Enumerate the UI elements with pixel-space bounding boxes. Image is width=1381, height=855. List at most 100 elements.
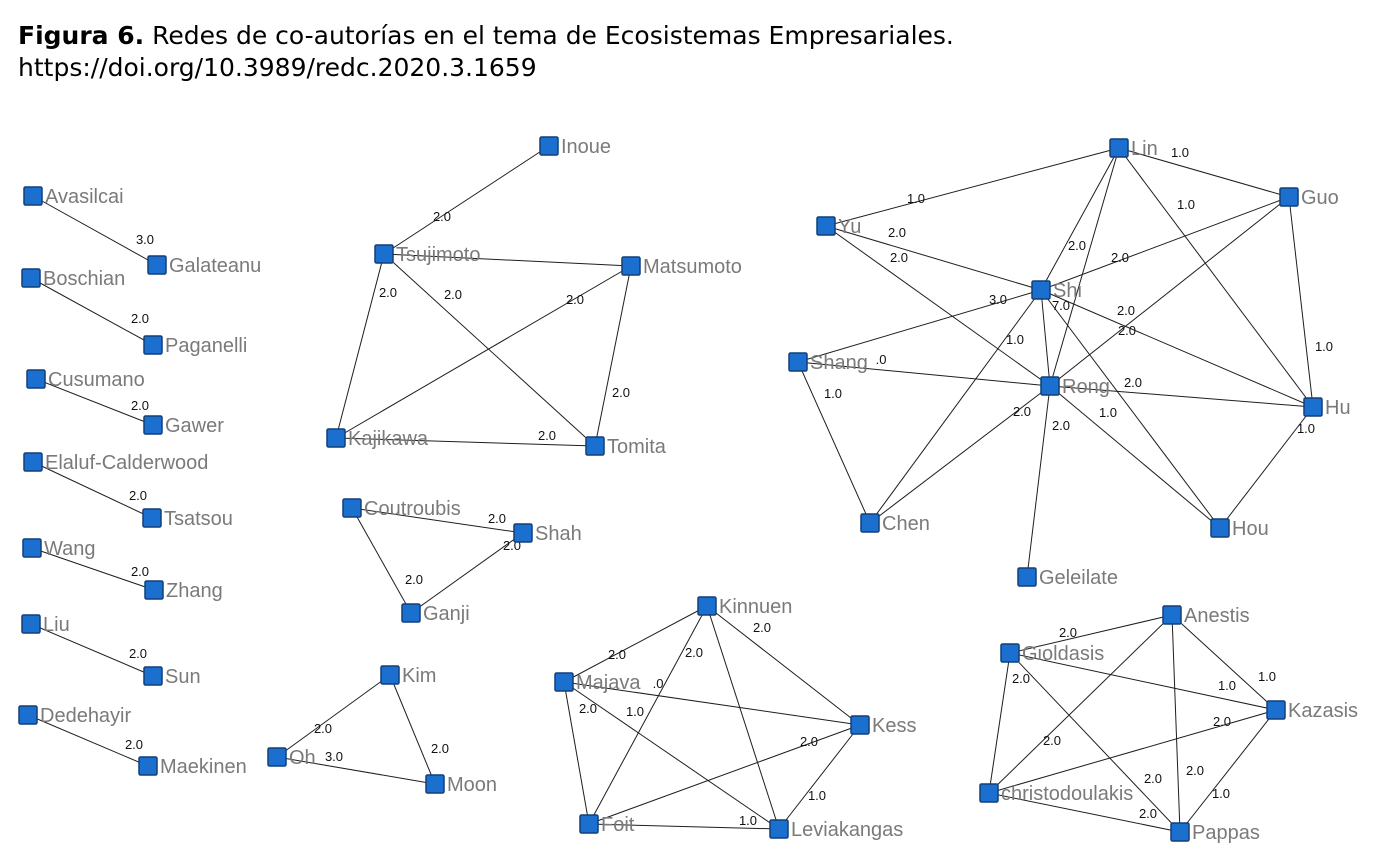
edge-weight-liu-sun: 2.0 (129, 646, 147, 661)
node-marker-boschian[interactable] (21, 268, 41, 288)
node-marker-hu[interactable] (1303, 397, 1323, 417)
node-geleilate[interactable]: Geleilate (1017, 567, 1118, 589)
node-marker-tsujimoto[interactable] (374, 244, 394, 264)
node-marker-inoue[interactable] (539, 136, 559, 156)
node-marker-kinnuen[interactable] (697, 596, 717, 616)
node-marker-yu[interactable] (816, 216, 836, 236)
node-marker-ganji[interactable] (401, 603, 421, 623)
node-sun[interactable]: Sun (143, 666, 201, 688)
node-marker-gawer[interactable] (143, 415, 163, 435)
node-marker-anestis[interactable] (1162, 605, 1182, 625)
node-marker-pappas[interactable] (1170, 822, 1190, 842)
node-pappas[interactable]: Pappas (1170, 822, 1260, 844)
node-oh[interactable]: Oh (267, 747, 316, 769)
node-marker-elaluf[interactable] (23, 452, 43, 472)
edge-weight-majava-leviakangas: 1.0 (626, 704, 644, 719)
node-marker-kazasis[interactable] (1266, 700, 1286, 720)
node-marker-zhang[interactable] (144, 580, 164, 600)
node-marker-maekinen[interactable] (138, 756, 158, 776)
node-hu[interactable]: Hu (1303, 397, 1351, 419)
node-marker-galateanu[interactable] (147, 255, 167, 275)
node-marker-leviakangas[interactable] (769, 819, 789, 839)
node-dedehayir[interactable]: Dedehayir (18, 705, 132, 727)
node-label-boschian: Boschian (43, 268, 125, 290)
node-marker-kim[interactable] (380, 665, 400, 685)
node-maekinen[interactable]: Maekinen (138, 756, 247, 778)
node-boschian[interactable]: Boschian (21, 268, 125, 290)
node-marker-moon[interactable] (425, 774, 445, 794)
node-marker-sun[interactable] (143, 666, 163, 686)
node-marker-kajikawa[interactable] (326, 428, 346, 448)
node-marker-christodoulakis[interactable] (979, 783, 999, 803)
node-coutroubis[interactable]: Coutroubis (342, 498, 461, 520)
edge-yu-rong (825, 225, 1051, 387)
node-majava[interactable]: Majava (554, 672, 641, 694)
node-marker-wang[interactable] (22, 538, 42, 558)
node-shah[interactable]: Shah (513, 523, 582, 545)
node-marker-matsumoto[interactable] (621, 256, 641, 276)
node-tsatsou[interactable]: Tsatsou (142, 508, 233, 530)
node-anestis[interactable]: Anestis (1162, 605, 1250, 627)
node-tsujimoto[interactable]: Tsujimoto (374, 244, 480, 266)
node-kazasis[interactable]: Kazasis (1266, 700, 1358, 722)
node-shi[interactable]: Shi (1031, 280, 1082, 302)
node-leviakangas[interactable]: Leviakangas (769, 819, 903, 841)
node-marker-majava[interactable] (554, 672, 574, 692)
node-marker-gioldasis[interactable] (1000, 643, 1020, 663)
node-marker-oh[interactable] (267, 747, 287, 767)
node-cusumano[interactable]: Cusumano (26, 369, 145, 391)
node-kinnuen[interactable]: Kinnuen (697, 596, 792, 618)
node-marker-lin[interactable] (1109, 138, 1129, 158)
node-marker-paganelli[interactable] (143, 335, 163, 355)
node-tomita[interactable]: Tomita (585, 436, 667, 458)
node-yu[interactable]: Yu (816, 216, 861, 238)
node-shang[interactable]: Shang (788, 352, 868, 374)
node-marker-shang[interactable] (788, 352, 808, 372)
node-foit[interactable]: Foit (579, 814, 635, 836)
node-hou[interactable]: Hou (1210, 518, 1269, 540)
node-marker-shah[interactable] (513, 523, 533, 543)
node-matsumoto[interactable]: Matsumoto (621, 256, 742, 278)
node-galateanu[interactable]: Galateanu (147, 255, 261, 277)
node-moon[interactable]: Moon (425, 774, 497, 796)
node-gawer[interactable]: Gawer (143, 415, 224, 437)
node-marker-shi[interactable] (1031, 280, 1051, 300)
node-marker-avasilcai[interactable] (23, 186, 43, 206)
edge-dedehayir-maekinen (27, 714, 149, 767)
node-wang[interactable]: Wang (22, 538, 96, 560)
edge-rong-geleilate (1026, 385, 1051, 578)
edge-weight-rong-hou: 1.0 (1099, 405, 1117, 420)
node-marker-coutroubis[interactable] (342, 498, 362, 518)
node-marker-tomita[interactable] (585, 436, 605, 456)
node-marker-guo[interactable] (1279, 187, 1299, 207)
node-kess[interactable]: Kess (850, 715, 916, 737)
node-marker-kess[interactable] (850, 715, 870, 735)
node-marker-geleilate[interactable] (1017, 567, 1037, 587)
node-chen[interactable]: Chen (860, 513, 930, 535)
node-marker-liu[interactable] (21, 614, 41, 634)
node-marker-hou[interactable] (1210, 518, 1230, 538)
node-marker-dedehayir[interactable] (18, 705, 38, 725)
edge-weight-shi-rong: 7.0 (1052, 298, 1070, 313)
edge-weight-yu-rong: 2.0 (890, 250, 908, 265)
node-zhang[interactable]: Zhang (144, 580, 223, 602)
node-guo[interactable]: Guo (1279, 187, 1339, 209)
node-kajikawa[interactable]: Kajikawa (326, 428, 429, 450)
node-inoue[interactable]: Inoue (539, 136, 611, 158)
node-paganelli[interactable]: Paganelli (143, 335, 247, 357)
node-marker-tsatsou[interactable] (142, 508, 162, 528)
node-marker-rong[interactable] (1040, 376, 1060, 396)
node-marker-cusumano[interactable] (26, 369, 46, 389)
node-christodoulakis[interactable]: christodoulakis (979, 783, 1133, 805)
node-ganji[interactable]: Ganji (401, 603, 470, 625)
node-elaluf[interactable]: Elaluf-Calderwood (23, 452, 208, 474)
node-kim[interactable]: Kim (380, 665, 436, 687)
node-liu[interactable]: Liu (21, 614, 70, 636)
node-lin[interactable]: Lin (1109, 138, 1158, 160)
node-rong[interactable]: Rong (1040, 376, 1110, 398)
node-gioldasis[interactable]: Gioldasis (1000, 643, 1104, 665)
node-marker-foit[interactable] (579, 814, 599, 834)
node-avasilcai[interactable]: Avasilcai (23, 186, 124, 208)
node-label-pappas: Pappas (1192, 822, 1260, 844)
node-marker-chen[interactable] (860, 513, 880, 533)
